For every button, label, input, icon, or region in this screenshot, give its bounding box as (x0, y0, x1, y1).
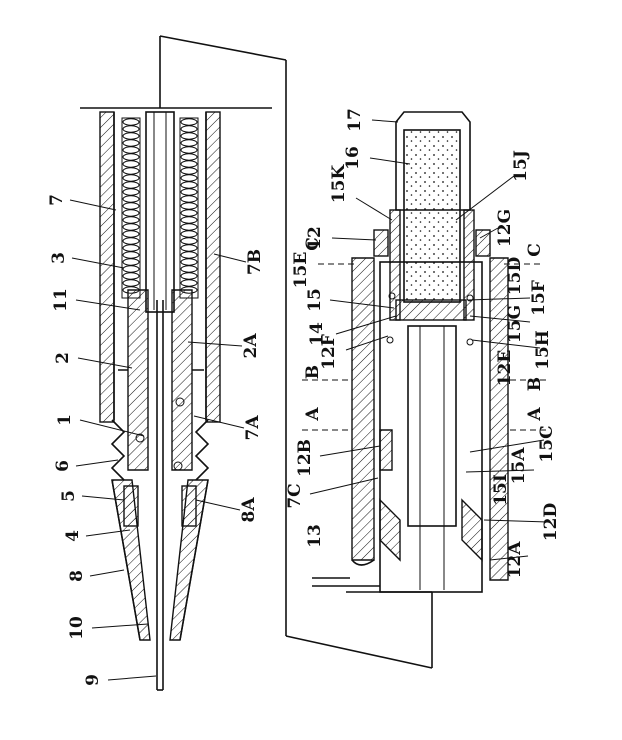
spring-coil (122, 125, 140, 133)
spring-coil (180, 209, 198, 217)
label-15I: 15I (491, 474, 511, 506)
spring-coil (180, 202, 198, 210)
label-12G: 12G (495, 209, 515, 247)
label-2A: 2A (241, 333, 261, 359)
spring-coil (122, 118, 140, 126)
label-15F: 15F (529, 280, 549, 316)
label-11: 11 (51, 288, 71, 312)
spring-coil (180, 279, 198, 287)
spring-coil (180, 258, 198, 266)
label-C-left: C (303, 237, 323, 251)
spring-coil (180, 188, 198, 196)
label-15: 15 (305, 288, 325, 312)
label-16: 16 (343, 146, 363, 170)
label-B-right: B (525, 377, 545, 391)
spring-coil (122, 216, 140, 224)
spring-coil (122, 167, 140, 175)
spring-coil (180, 230, 198, 238)
spring-coil (180, 153, 198, 161)
label-12: 12 (305, 226, 325, 250)
spring-coil (180, 160, 198, 168)
leader-lines (69, 119, 549, 681)
label-7A: 7A (243, 415, 263, 441)
spring-coil (122, 139, 140, 147)
spring-coil (122, 258, 140, 266)
spring-coil (180, 132, 198, 140)
label-6: 6 (53, 460, 73, 472)
spring-coil (122, 251, 140, 259)
label-15H: 15H (533, 330, 553, 370)
spring-coil (122, 230, 140, 238)
label-A-right: A (525, 407, 545, 422)
spring-coil (180, 195, 198, 203)
spring-coil (122, 279, 140, 287)
spring-coil (180, 174, 198, 182)
spring-coil (122, 209, 140, 217)
spring-coil (180, 125, 198, 133)
spring-coil (122, 195, 140, 203)
spring-coil (122, 244, 140, 252)
label-10: 10 (67, 616, 87, 640)
label-2: 2 (53, 352, 73, 364)
label-7C: 7C (285, 483, 305, 508)
spring-coil (180, 139, 198, 147)
spring-coil (122, 188, 140, 196)
spring-coil (180, 118, 198, 126)
label-15G: 15G (505, 305, 525, 343)
label-7B: 7B (245, 249, 265, 275)
label-12D: 12D (541, 503, 561, 542)
label-7: 7 (47, 194, 67, 206)
spring-coil (180, 244, 198, 252)
label-8A: 8A (239, 497, 259, 523)
spring-coil (122, 132, 140, 140)
spring-coil (180, 223, 198, 231)
spring-coil (122, 272, 140, 280)
spring-coil (122, 237, 140, 245)
spring-coil (122, 265, 140, 273)
spring-coil (122, 146, 140, 154)
label-12A: 12A (505, 541, 525, 579)
label-B-left: B (303, 365, 323, 379)
label-1: 1 (55, 414, 75, 426)
label-4: 4 (63, 530, 83, 542)
label-12B: 12B (295, 439, 315, 477)
labels: 7 3 11 2 1 6 5 4 8 10 9 7B 2A 7A 8A 17 1… (47, 108, 561, 686)
spring-coil (180, 216, 198, 224)
label-8: 8 (67, 570, 87, 582)
spring-coil (180, 181, 198, 189)
spring-coil (122, 174, 140, 182)
spring-coil (180, 251, 198, 259)
label-15E: 15E (291, 252, 311, 289)
section-frame (159, 35, 433, 669)
label-3: 3 (49, 252, 69, 264)
spring-coil (122, 153, 140, 161)
spring-coil (180, 265, 198, 273)
spring (121, 117, 199, 299)
label-15C: 15C (537, 425, 557, 462)
left-assembly (80, 107, 272, 691)
spring-coil (180, 272, 198, 280)
label-15D: 15D (505, 257, 525, 296)
spring-coil (122, 223, 140, 231)
label-17: 17 (345, 108, 365, 132)
spring-coil (122, 160, 140, 168)
spring-coil (122, 181, 140, 189)
label-12F: 12F (319, 334, 339, 370)
label-14: 14 (307, 322, 327, 346)
label-13: 13 (305, 524, 325, 548)
label-9: 9 (83, 674, 103, 686)
label-12E: 12E (495, 350, 515, 387)
label-5: 5 (59, 490, 79, 502)
label-A-left: A (303, 407, 323, 422)
spring-coil (180, 146, 198, 154)
label-15A: 15A (509, 447, 529, 485)
right-assembly (302, 111, 548, 593)
spring-coil (180, 237, 198, 245)
label-C-right: C (525, 243, 545, 257)
label-15J: 15J (511, 150, 531, 182)
spring-coil (180, 167, 198, 175)
label-15K: 15K (329, 164, 349, 204)
spring-coil (122, 202, 140, 210)
